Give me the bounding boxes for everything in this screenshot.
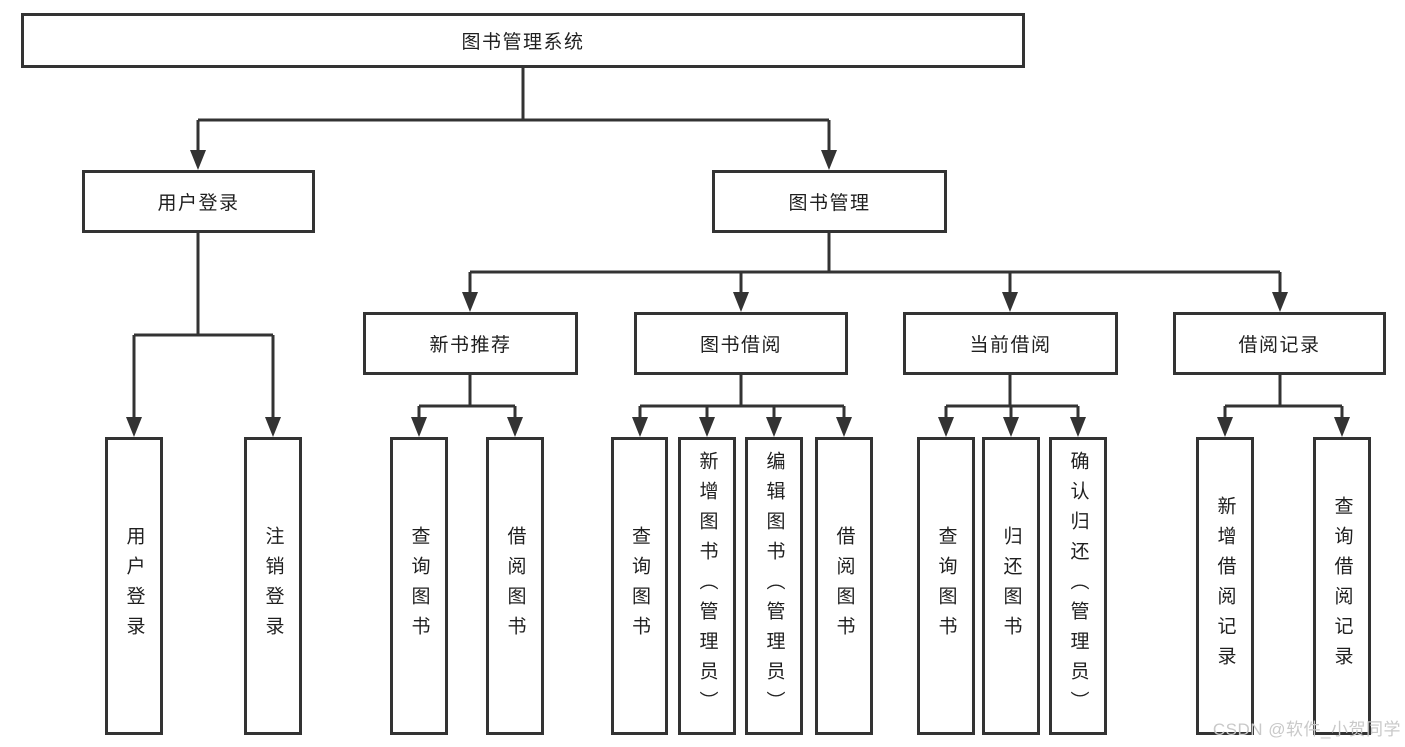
leaf-borrow-borrow-label: 借阅图书 — [833, 526, 855, 646]
leaf-records-add-label: 新增借阅记录 — [1214, 496, 1236, 676]
leaf-borrow-edit-admin: 编辑图书（管理员） — [745, 437, 803, 735]
leaf-current-query-label: 查询图书 — [935, 526, 957, 646]
leaf-newbooks-borrow-label: 借阅图书 — [504, 526, 526, 646]
leaf-records-query-label: 查询借阅记录 — [1331, 496, 1353, 676]
node-book-management: 图书管理 — [712, 170, 947, 233]
node-book-borrow: 图书借阅 — [634, 312, 848, 375]
node-borrow-records: 借阅记录 — [1173, 312, 1386, 375]
leaf-current-confirm-admin-label: 确认归还（管理员） — [1067, 451, 1089, 721]
node-root: 图书管理系统 — [21, 13, 1025, 68]
leaf-borrow-query: 查询图书 — [611, 437, 668, 735]
node-book-borrow-label: 图书借阅 — [699, 335, 782, 356]
leaf-user-login: 用户登录 — [105, 437, 163, 735]
leaf-borrow-add-admin: 新增图书（管理员） — [678, 437, 736, 735]
leaf-records-query: 查询借阅记录 — [1313, 437, 1371, 735]
leaf-current-confirm-admin: 确认归还（管理员） — [1049, 437, 1107, 735]
leaf-newbooks-query: 查询图书 — [390, 437, 448, 735]
node-user-login: 用户登录 — [82, 170, 315, 233]
node-new-book-recommend: 新书推荐 — [363, 312, 578, 375]
leaf-newbooks-borrow: 借阅图书 — [486, 437, 544, 735]
node-book-management-label: 图书管理 — [788, 193, 871, 214]
leaf-newbooks-query-label: 查询图书 — [408, 526, 430, 646]
leaf-current-return-label: 归还图书 — [1000, 526, 1022, 646]
node-current-borrow-label: 当前借阅 — [969, 335, 1052, 356]
leaf-logout-label: 注销登录 — [262, 526, 284, 646]
node-user-login-label: 用户登录 — [157, 193, 240, 214]
leaf-current-return: 归还图书 — [982, 437, 1040, 735]
watermark: CSDN @软件_小贺同学 — [1212, 720, 1401, 739]
node-current-borrow: 当前借阅 — [903, 312, 1118, 375]
node-new-book-recommend-label: 新书推荐 — [429, 335, 512, 356]
node-root-label: 图书管理系统 — [461, 32, 585, 53]
leaf-borrow-edit-admin-label: 编辑图书（管理员） — [763, 451, 785, 721]
leaf-borrow-borrow: 借阅图书 — [815, 437, 873, 735]
leaf-user-login-label: 用户登录 — [123, 526, 145, 646]
node-borrow-records-label: 借阅记录 — [1238, 335, 1321, 356]
leaf-logout: 注销登录 — [244, 437, 302, 735]
leaf-borrow-add-admin-label: 新增图书（管理员） — [696, 451, 718, 721]
leaf-borrow-query-label: 查询图书 — [629, 526, 650, 646]
leaf-records-add: 新增借阅记录 — [1196, 437, 1254, 735]
leaf-current-query: 查询图书 — [917, 437, 975, 735]
